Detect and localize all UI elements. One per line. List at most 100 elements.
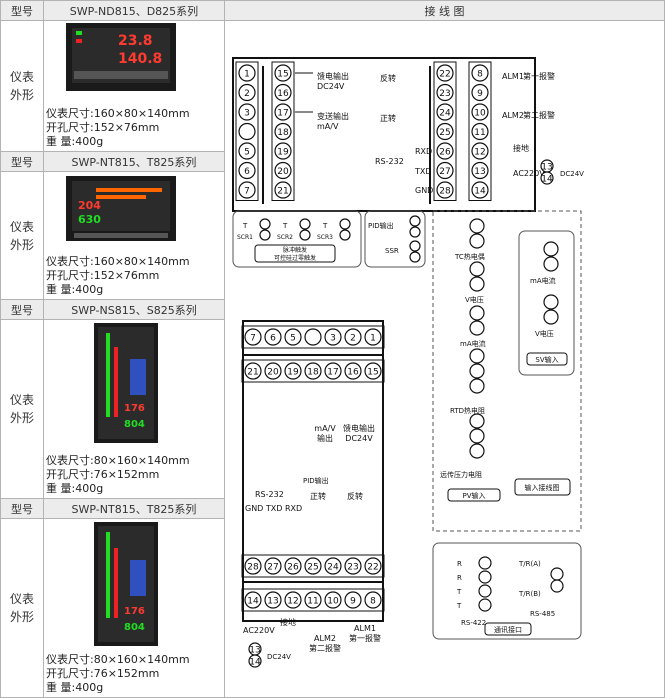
terminal — [471, 181, 489, 199]
terminal — [274, 181, 292, 199]
terminal-number: 7 — [244, 187, 250, 197]
terminal — [324, 591, 342, 609]
spec-size: 仪表尺寸:80×160×140mm — [46, 653, 190, 666]
terminal — [550, 567, 564, 581]
spec-size: 仪表尺寸:160×80×140mm — [46, 107, 190, 120]
terminal-number: 25 — [307, 563, 318, 573]
terminal-number: 11 — [474, 128, 485, 138]
terminal — [284, 328, 302, 346]
side-label-text: 仪表 外形 — [9, 393, 34, 425]
product-row-2: 仪表 外形 204 630 仪表尺寸:160×80×140mm 开孔尺寸:152… — [0, 171, 665, 300]
terminal — [436, 122, 454, 141]
spec-lines-2: 仪表尺寸:160×80×140mm 开孔尺寸:152×76mm 重 量:400g — [46, 255, 190, 297]
pid-box — [364, 210, 426, 268]
sv-caption-box — [526, 352, 568, 366]
pid-label-v: PID输出 — [303, 476, 329, 485]
ground-label: 接地 — [513, 143, 529, 153]
sv-box — [518, 230, 575, 376]
terminal — [299, 229, 311, 241]
terminal — [264, 557, 282, 575]
spec-lines-1: 仪表尺寸:160×80×140mm 开孔尺寸:152×76mm 重 量:400g — [46, 107, 190, 149]
terminal-number: 15 — [367, 368, 378, 378]
spec-weight: 重 量:400g — [46, 681, 104, 694]
spec-cutout: 开孔尺寸:152×76mm — [46, 269, 160, 282]
terminal-number: 23 — [347, 563, 358, 573]
terminal — [339, 218, 351, 230]
terminal-number: 16 — [277, 89, 289, 99]
terminal — [364, 591, 382, 609]
terminal-number: 25 — [439, 128, 450, 138]
terminal — [469, 233, 485, 249]
rs232-label-v: RS-232 — [255, 490, 284, 499]
spec-size: 仪表尺寸:160×80×140mm — [46, 255, 190, 268]
meter-photo-bargraph: 204 630 — [66, 176, 176, 241]
scr-box — [232, 210, 362, 268]
terminal — [274, 122, 292, 141]
spec-cutout: 开孔尺寸:76×152mm — [46, 468, 160, 481]
product-cell-4: 176 804 仪表尺寸:80×160×140mm 开孔尺寸:76×152mm … — [43, 518, 225, 698]
label-plate — [130, 359, 146, 395]
product-cell-1: 23.8 140.8 仪表尺寸:160×80×140mm 开孔尺寸:152×76… — [43, 20, 225, 152]
ac-label-v: AC220V — [243, 626, 275, 635]
spec-weight: 重 量:400g — [46, 135, 104, 148]
terminal-number: 12 — [474, 148, 485, 158]
ac-label: AC220V — [513, 169, 545, 178]
terminal — [238, 122, 256, 141]
terminal-number: 1 — [370, 334, 376, 344]
terminal — [469, 413, 485, 429]
product-cell-3: 176 804 仪表尺寸:80×160×140mm 开孔尺寸:76×152mm … — [43, 319, 225, 499]
terminal — [339, 229, 351, 241]
terminal-number: 11 — [307, 597, 318, 607]
terminal-number: 14 — [249, 658, 261, 668]
terminal — [436, 161, 454, 180]
terminal — [304, 328, 322, 346]
model-label: 型号 — [0, 0, 44, 21]
terminal-number: 21 — [247, 368, 258, 378]
terminal — [244, 557, 262, 575]
side-label-text: 仪表 外形 — [9, 592, 34, 624]
terminal — [324, 362, 342, 380]
terminal — [471, 161, 489, 180]
comm-title-box — [484, 622, 532, 636]
rs232-label: RS-232 — [375, 157, 404, 166]
series-3: SWP-NS815、S825系列 — [43, 299, 225, 320]
terminal-number: 20 — [267, 368, 279, 378]
display-sv: 630 — [78, 213, 101, 226]
terminal — [409, 251, 421, 263]
terminal — [409, 215, 421, 227]
terminal — [299, 218, 311, 230]
comm-pin-label: T — [456, 602, 462, 610]
terminal — [238, 83, 256, 102]
terminal-number: 6 — [244, 167, 250, 177]
terminal-number: 13 — [541, 163, 552, 173]
terminal-column — [235, 61, 259, 201]
terminal — [543, 241, 559, 257]
tb-label: T/R(B) — [518, 590, 541, 598]
terminal-number: 10 — [474, 109, 486, 119]
feed-output-label: 馈电输出 — [317, 71, 349, 81]
display-pv: 176 — [124, 606, 145, 617]
alm2-label-v: 第二报警 — [309, 643, 341, 653]
alm2-label: ALM2 — [502, 111, 524, 120]
terminal-number: 9 — [350, 597, 356, 607]
terminal-number: 9 — [477, 89, 483, 99]
terminal — [238, 103, 256, 121]
pid-label: PID输出 — [368, 221, 394, 230]
model-label-3: 型号 — [0, 299, 44, 320]
terminal-row — [241, 359, 385, 383]
terminal — [471, 122, 489, 141]
terminal-number: 22 — [367, 563, 378, 573]
product-body: 204 630 仪表尺寸:160×80×140mm 开孔尺寸:152×76mm … — [44, 172, 224, 299]
comm-pin-label: T — [456, 588, 462, 596]
terminal — [469, 261, 485, 277]
wiring-diagram: 1235671516171819202122232425262728891011… — [232, 57, 584, 668]
model-row-4: 型号 SWP-NT815、T825系列 — [0, 498, 665, 519]
alm1-label-v: ALM1 — [354, 624, 376, 633]
terminal-number: 26 — [439, 148, 451, 158]
terminal — [324, 557, 342, 575]
rtd-label: RTD热电阻 — [450, 406, 485, 415]
terminal-number: 14 — [474, 187, 486, 197]
product-row-3: 仪表 外形 176 804 仪表尺寸:80×160×140mm 开孔尺寸:76×… — [0, 319, 665, 499]
terminal — [543, 256, 559, 272]
